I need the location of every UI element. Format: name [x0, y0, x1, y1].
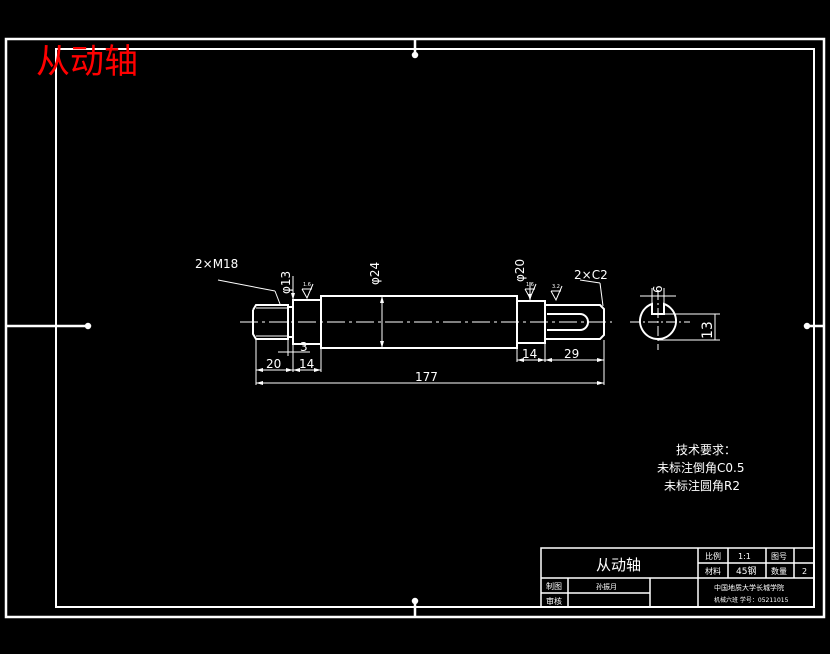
- class-info: 机械六班 学号：05211015: [714, 596, 789, 604]
- diameter-label-20: φ20: [513, 259, 527, 282]
- label-drawing-no: 图号: [771, 552, 787, 561]
- title-block-part-name: 从动轴: [596, 556, 641, 574]
- keyway-width-dim: 6: [651, 285, 665, 293]
- centering-marks: [6, 38, 824, 618]
- dim-177: 177: [415, 370, 438, 384]
- value-drawn-by: 孙振月: [596, 582, 617, 591]
- value-quantity: 2: [802, 567, 807, 576]
- tech-requirement-line-1: 未标注倒角C0.5: [657, 460, 744, 475]
- diameter-label-13: φ13: [279, 271, 293, 294]
- diameter-label-24: φ24: [368, 262, 382, 285]
- section-dimension-lines: [640, 288, 720, 341]
- value-scale: 1:1: [738, 552, 751, 561]
- chamfer-callout: 2×C2: [574, 268, 608, 282]
- thread-callout: 2×M18: [195, 257, 238, 271]
- surface-finish-2: 1.6: [526, 282, 534, 288]
- label-scale: 比例: [705, 551, 721, 561]
- label-material: 材料: [705, 566, 721, 576]
- dim-14-right: 14: [522, 347, 537, 361]
- title-block-grid: [540, 547, 815, 608]
- dim-14-left: 14: [299, 357, 314, 371]
- keyway-section-view: [630, 290, 690, 350]
- label-drawn-by: 制图: [546, 581, 562, 591]
- dim-3: 3: [300, 340, 308, 354]
- label-checked-by: 审核: [546, 596, 562, 606]
- label-quantity: 数量: [771, 566, 787, 576]
- tech-requirements-title: 技术要求：: [676, 443, 736, 457]
- dim-20: 20: [266, 357, 281, 371]
- keyway-depth-dim: 13: [700, 321, 716, 339]
- school-name: 中国地质大学长城学院: [714, 583, 784, 592]
- watermark-title: 从动轴: [36, 42, 138, 82]
- surface-finish-symbols: [301, 283, 563, 302]
- drawing-frame-inner: [55, 48, 815, 608]
- surface-finish-3: 3.2: [552, 284, 560, 290]
- dim-29: 29: [564, 347, 579, 361]
- tech-requirement-line-2: 未标注圆角R2: [664, 478, 740, 493]
- value-material: 45钢: [736, 565, 756, 577]
- surface-finish-1: 1.6: [303, 282, 311, 288]
